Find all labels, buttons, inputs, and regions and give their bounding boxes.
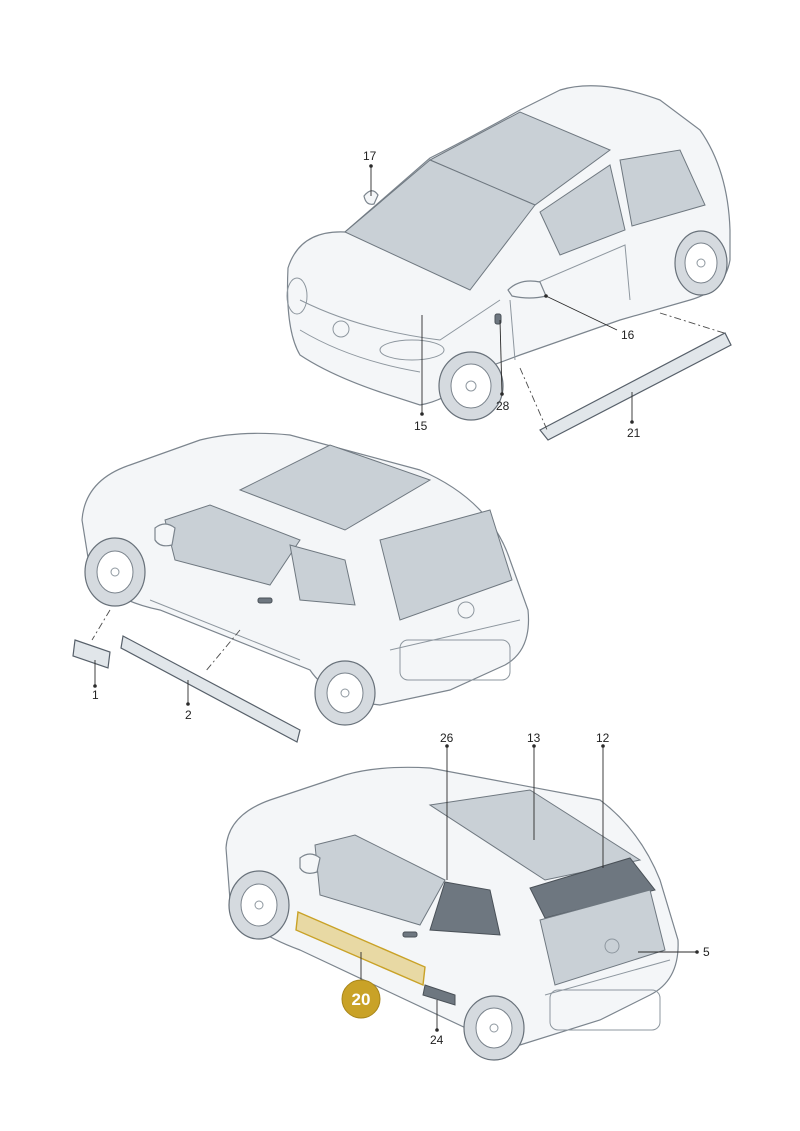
- callout-15: 15: [414, 419, 428, 433]
- callout-5: 5: [703, 945, 710, 959]
- car-rear-view: [81, 432, 530, 726]
- door-strip-2: [120, 635, 301, 743]
- headlight-right: [379, 339, 445, 361]
- rear-window-bottom: [539, 889, 666, 986]
- callout-26: 26: [440, 731, 454, 745]
- headlight-left: [286, 277, 308, 315]
- highlight-badge-circle: [341, 979, 381, 1019]
- sill-trim-24: [422, 984, 456, 1006]
- callout-17: 17: [363, 149, 377, 163]
- callout-21: 21: [627, 426, 641, 440]
- callout-13: 13: [527, 731, 541, 745]
- mirror-bottom: [299, 853, 321, 874]
- car-front-view: [286, 85, 731, 421]
- windshield: [344, 159, 536, 291]
- roof-strip-13: [428, 789, 642, 881]
- callout-28: 28: [496, 399, 510, 413]
- callout-16: 16: [621, 328, 635, 342]
- wheel-front-mid: [84, 537, 146, 607]
- mirror-left: [363, 190, 379, 205]
- logo-rear-bottom: [604, 938, 620, 954]
- mirror-mid: [154, 523, 176, 547]
- callout-2: 2: [185, 708, 192, 722]
- sill-strip-21: [539, 332, 732, 441]
- highlight-badge[interactable]: 20: [341, 979, 381, 1019]
- side-window-front: [539, 164, 626, 256]
- callout-12: 12: [596, 731, 610, 745]
- wheel-rear-mid: [314, 660, 376, 726]
- callout-24: 24: [430, 1033, 444, 1047]
- door-handle-front: [494, 313, 502, 325]
- door-handle-bottom: [402, 931, 418, 938]
- side-window-mid-front: [164, 504, 301, 586]
- logo-rear-mid: [457, 601, 475, 619]
- rear-window-mid: [379, 509, 513, 621]
- wheel-rear-top: [674, 230, 728, 296]
- car-bottom-view: [225, 766, 679, 1061]
- door-handle-mid: [257, 597, 273, 604]
- highlight-badge-label: 20: [352, 990, 371, 1009]
- logo-front: [332, 320, 350, 338]
- pillar-cover-26: [429, 881, 501, 936]
- wheel-rear-bottom: [463, 995, 525, 1061]
- door-strip-20: [295, 910, 426, 987]
- badge-1: [72, 639, 111, 669]
- callout-1: 1: [92, 688, 99, 702]
- side-window-mid-rear: [289, 544, 356, 606]
- side-window-bottom-front: [314, 834, 446, 926]
- side-window-rear: [619, 149, 706, 227]
- leader-lines: [93, 164, 699, 1032]
- roof-spoiler-12: [529, 857, 656, 919]
- wheel-front-bottom: [228, 870, 290, 940]
- wheel-front-top: [438, 351, 504, 421]
- roof-glass-mid: [238, 444, 432, 531]
